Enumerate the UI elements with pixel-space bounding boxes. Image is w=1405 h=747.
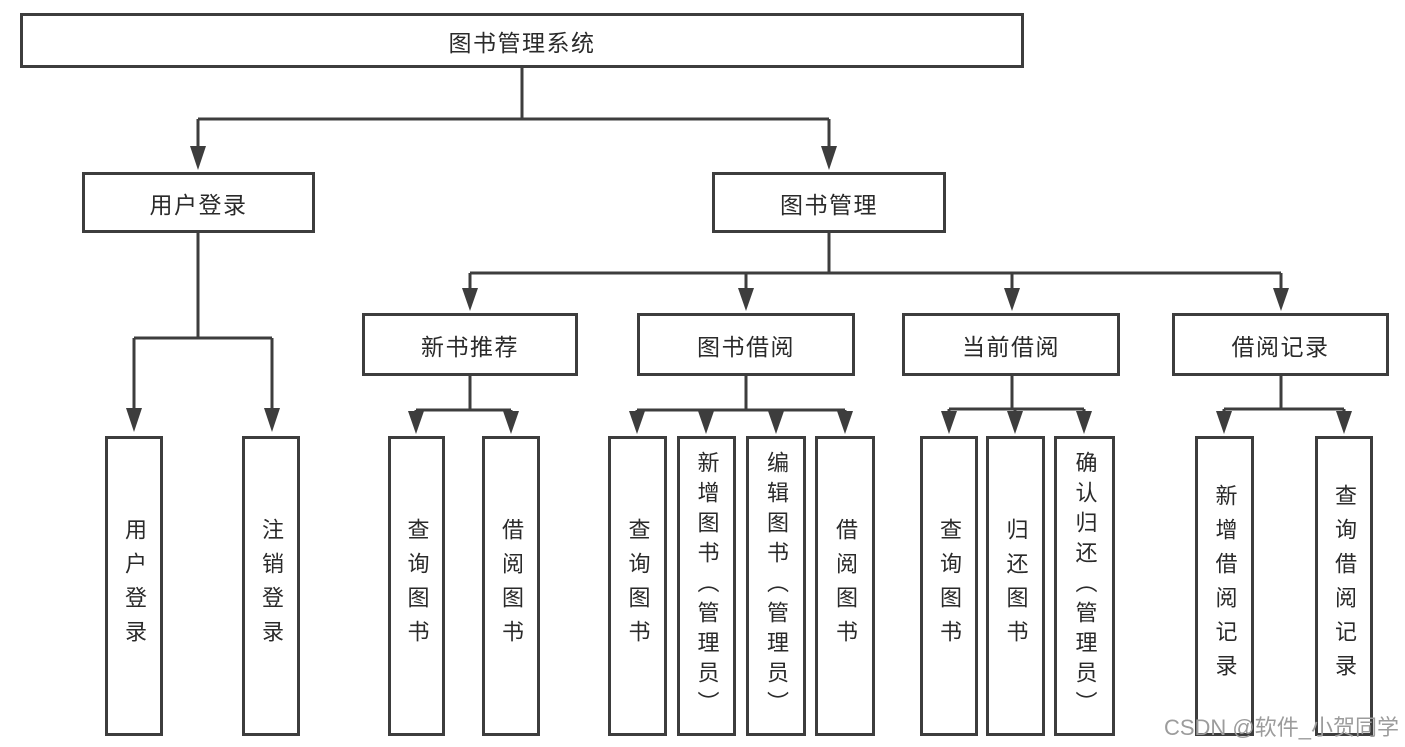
leaf-records-query-record: 查询借阅记录 (1315, 436, 1373, 736)
leaf-current-query-books-label: 查询图书 (937, 518, 962, 654)
leaf-records-add-record: 新增借阅记录 (1195, 436, 1254, 736)
leaf-newrec-query-books: 查询图书 (388, 436, 445, 736)
node-root: 图书管理系统 (20, 13, 1024, 68)
arrowheads (126, 146, 1352, 434)
leaf-borrow-borrow-books-label: 借阅图书 (833, 518, 858, 654)
leaf-records-query-record-label: 查询借阅记录 (1332, 484, 1357, 688)
node-user-login: 用户登录 (82, 172, 315, 233)
leaf-current-return-books-label: 归还图书 (1003, 518, 1029, 654)
leaf-logout-label: 注销登录 (259, 518, 284, 654)
leaf-newrec-borrow-books: 借阅图书 (482, 436, 540, 736)
leaf-newrec-borrow-books-label: 借阅图书 (499, 518, 524, 654)
leaf-borrow-borrow-books: 借阅图书 (815, 436, 875, 736)
leaf-borrow-edit-books-admin-label: 编辑图书（管理员） (764, 451, 789, 721)
node-current-borrow: 当前借阅 (902, 313, 1120, 376)
node-book-borrow: 图书借阅 (637, 313, 855, 376)
leaf-current-confirm-return-admin-label: 确认归还（管理员） (1072, 451, 1098, 721)
leaf-current-query-books: 查询图书 (920, 436, 978, 736)
leaf-records-add-record-label: 新增借阅记录 (1212, 484, 1238, 688)
leaf-newrec-query-books-label: 查询图书 (404, 518, 430, 654)
leaf-borrow-query-books-label: 查询图书 (625, 518, 651, 654)
leaf-borrow-edit-books-admin: 编辑图书（管理员） (746, 436, 806, 736)
leaf-logout: 注销登录 (242, 436, 300, 736)
leaf-borrow-add-books-admin: 新增图书（管理员） (677, 436, 736, 736)
node-new-book-recommend: 新书推荐 (362, 313, 578, 376)
leaf-borrow-query-books: 查询图书 (608, 436, 667, 736)
csdn-watermark: CSDN @软件_小贺同学 (1163, 715, 1399, 740)
leaf-user-login-label: 用户登录 (122, 518, 147, 654)
leaf-current-return-books: 归还图书 (986, 436, 1045, 736)
leaf-current-confirm-return-admin: 确认归还（管理员） (1054, 436, 1115, 736)
leaf-user-login: 用户登录 (105, 436, 163, 736)
node-book-management: 图书管理 (712, 172, 946, 233)
node-borrow-records: 借阅记录 (1172, 313, 1389, 376)
leaf-borrow-add-books-admin-label: 新增图书（管理员） (694, 451, 720, 721)
